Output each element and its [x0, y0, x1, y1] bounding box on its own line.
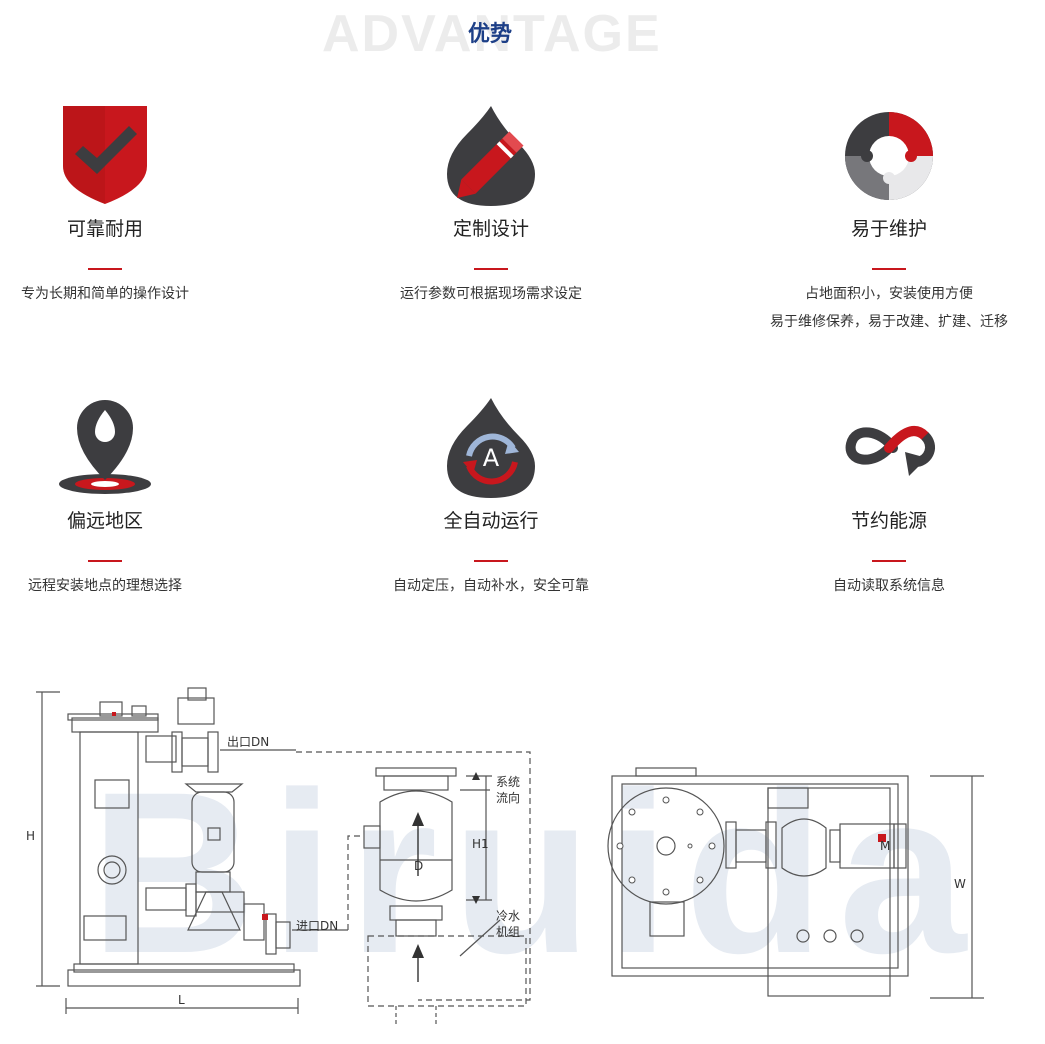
svg-text:A: A	[483, 444, 500, 472]
technical-diagram: Biruida	[0, 680, 1045, 1044]
feature-title: 偏远地区	[66, 510, 143, 532]
pencil-drop-icon	[447, 106, 535, 206]
height-dim-label: H	[26, 829, 36, 843]
feature-divider	[872, 560, 906, 562]
chiller-label-1: 冷水	[496, 909, 521, 923]
feature-divider	[88, 560, 122, 562]
section-header: ADVANTAGE 优势	[0, 0, 1045, 80]
flow-label-2: 流向	[496, 791, 521, 805]
feature-desc: 易于维修保养，易于改建、扩建、迁移	[770, 314, 1008, 330]
flow-label-1: 系统	[496, 775, 521, 789]
feature-desc: 专为长期和简单的操作设计	[21, 286, 189, 302]
feature-divider	[474, 560, 508, 562]
motor-mark-label: M	[880, 839, 891, 853]
location-pin-icon	[59, 400, 151, 494]
feature-desc: 占地面积小，安装使用方便	[805, 286, 973, 302]
feature-divider	[88, 268, 122, 270]
infinity-arrow-icon	[845, 426, 936, 476]
feature-divider	[872, 268, 906, 270]
feature-title: 全自动运行	[443, 510, 539, 532]
chiller-label-2: 机组	[496, 925, 521, 939]
watermark-text: Biruida	[90, 744, 980, 1001]
diameter-label: D	[414, 859, 424, 873]
feature-desc: 自动读取系统信息	[833, 578, 945, 594]
feature-title: 节约能源	[850, 510, 927, 532]
feature-divider	[474, 268, 508, 270]
width-dim-label: W	[954, 877, 966, 891]
section-title: 优势	[467, 22, 512, 47]
feature-title: 可靠耐用	[66, 218, 143, 240]
feature-title: 易于维护	[850, 218, 927, 240]
h1-dim-label: H1	[472, 837, 489, 851]
inlet-label: 进口DN	[296, 919, 339, 933]
feature-desc: 运行参数可根据现场需求设定	[400, 286, 582, 302]
feature-desc: 远程安装地点的理想选择	[28, 578, 182, 594]
auto-cycle-icon: A	[447, 398, 535, 498]
puzzle-ring-icon	[845, 112, 933, 200]
outlet-label: 出口DN	[227, 735, 270, 749]
header-background-text: ADVANTAGE	[322, 5, 662, 63]
length-dim-label: L	[178, 993, 185, 1007]
feature-title: 定制设计	[452, 218, 529, 240]
feature-desc: 自动定压，自动补水，安全可靠	[393, 578, 589, 594]
diagram-drawing: Biruida	[36, 687, 984, 1024]
shield-check-icon	[63, 106, 147, 204]
